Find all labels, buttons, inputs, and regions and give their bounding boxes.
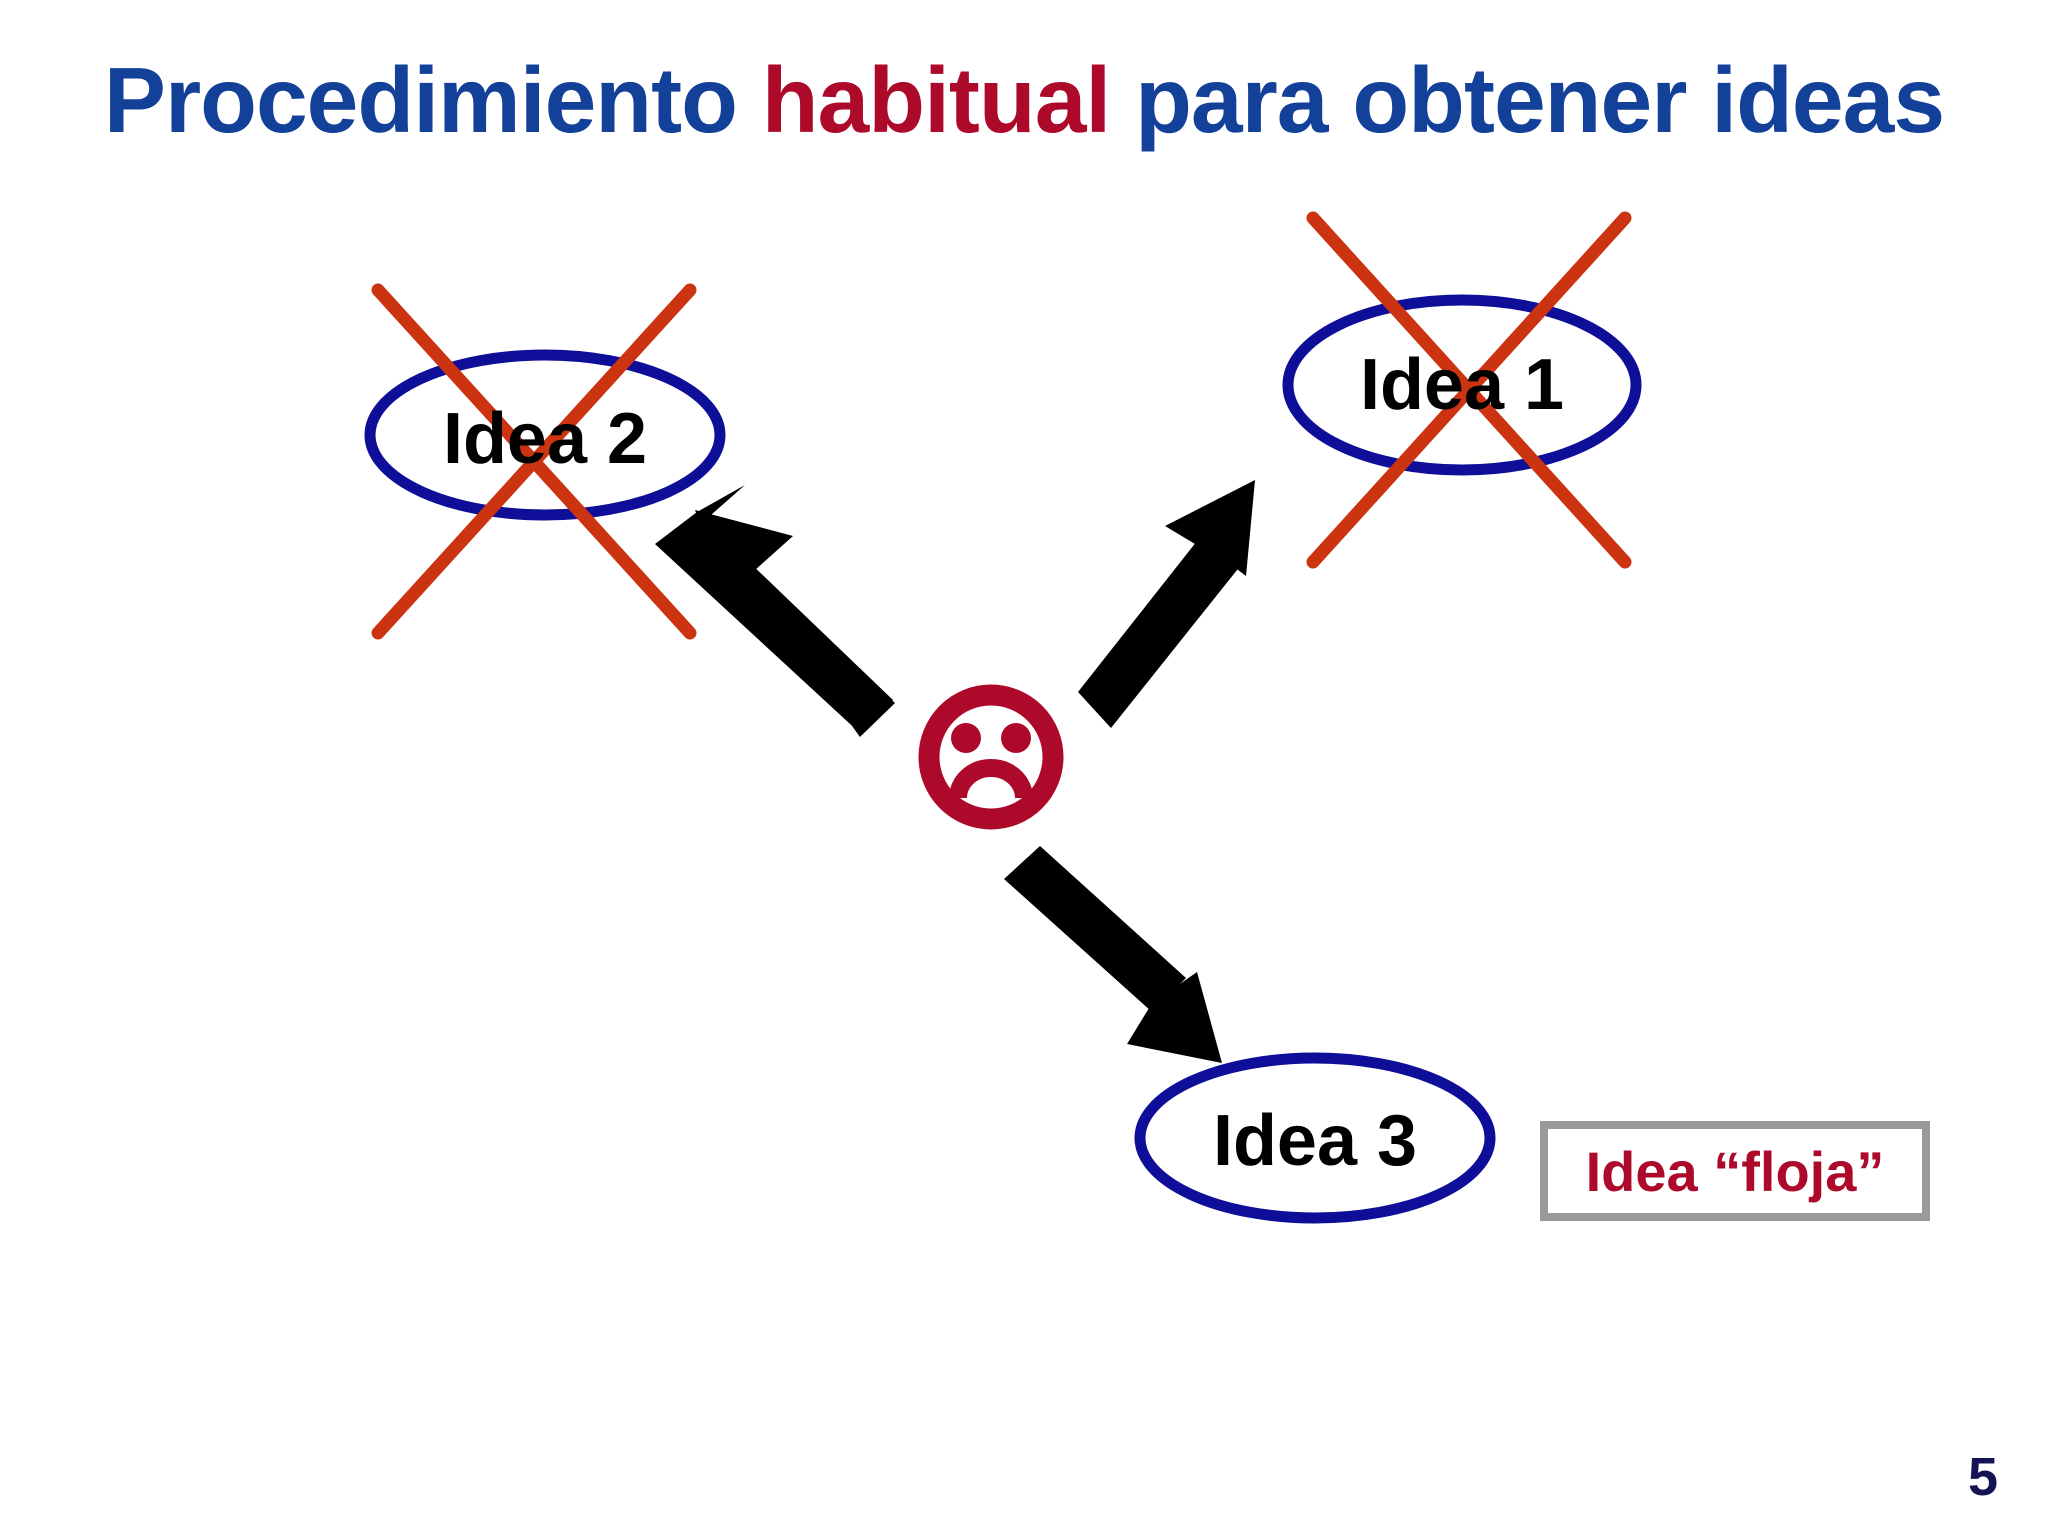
page-number: 5 bbox=[1967, 1447, 1998, 1507]
sad-face-icon bbox=[918, 684, 1064, 830]
arrow-to-idea-2 bbox=[655, 485, 895, 737]
arrow-to-idea-3 bbox=[1004, 846, 1222, 1063]
callout-box-idea-floja: Idea “floja” bbox=[1540, 1121, 1930, 1221]
ellipse-idea-2[interactable] bbox=[364, 349, 726, 521]
callout-label: Idea “floja” bbox=[1585, 1139, 1885, 1203]
arrow-to-idea-1 bbox=[1078, 480, 1255, 728]
title-emphasis-habitual: habitual bbox=[761, 48, 1112, 152]
page-title: Procedimiento habitual para obtener idea… bbox=[0, 51, 2048, 150]
title-part-3: para obtener ideas bbox=[1110, 48, 1945, 152]
ellipse-idea-3[interactable] bbox=[1134, 1052, 1496, 1224]
title-part-1: Procedimiento bbox=[103, 48, 762, 152]
cross-out-idea-2 bbox=[371, 283, 697, 640]
cross-out-idea-1 bbox=[1306, 211, 1632, 569]
